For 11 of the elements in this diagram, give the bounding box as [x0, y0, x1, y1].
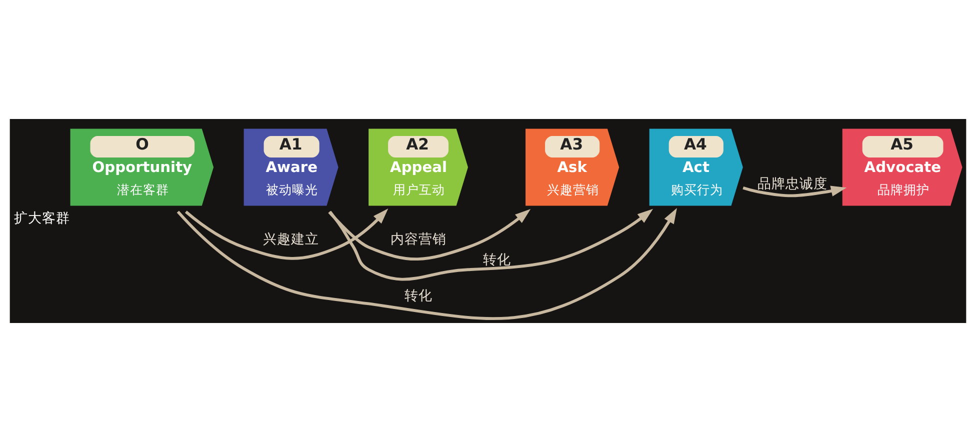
- node-label: 扩大客群: [14, 210, 70, 226]
- edge-label: 兴趣建立: [263, 230, 320, 247]
- edge-label: 转化: [482, 251, 511, 268]
- edge-label: 内容营销: [390, 230, 446, 247]
- arrow: [742, 185, 847, 197]
- edge-label: 转化: [404, 288, 432, 304]
- arrow: [328, 208, 654, 280]
- arrow: [176, 207, 677, 320]
- arrow: [184, 208, 388, 260]
- arrow: [328, 208, 531, 260]
- edge-label: 品牌忠诚度: [758, 175, 828, 192]
